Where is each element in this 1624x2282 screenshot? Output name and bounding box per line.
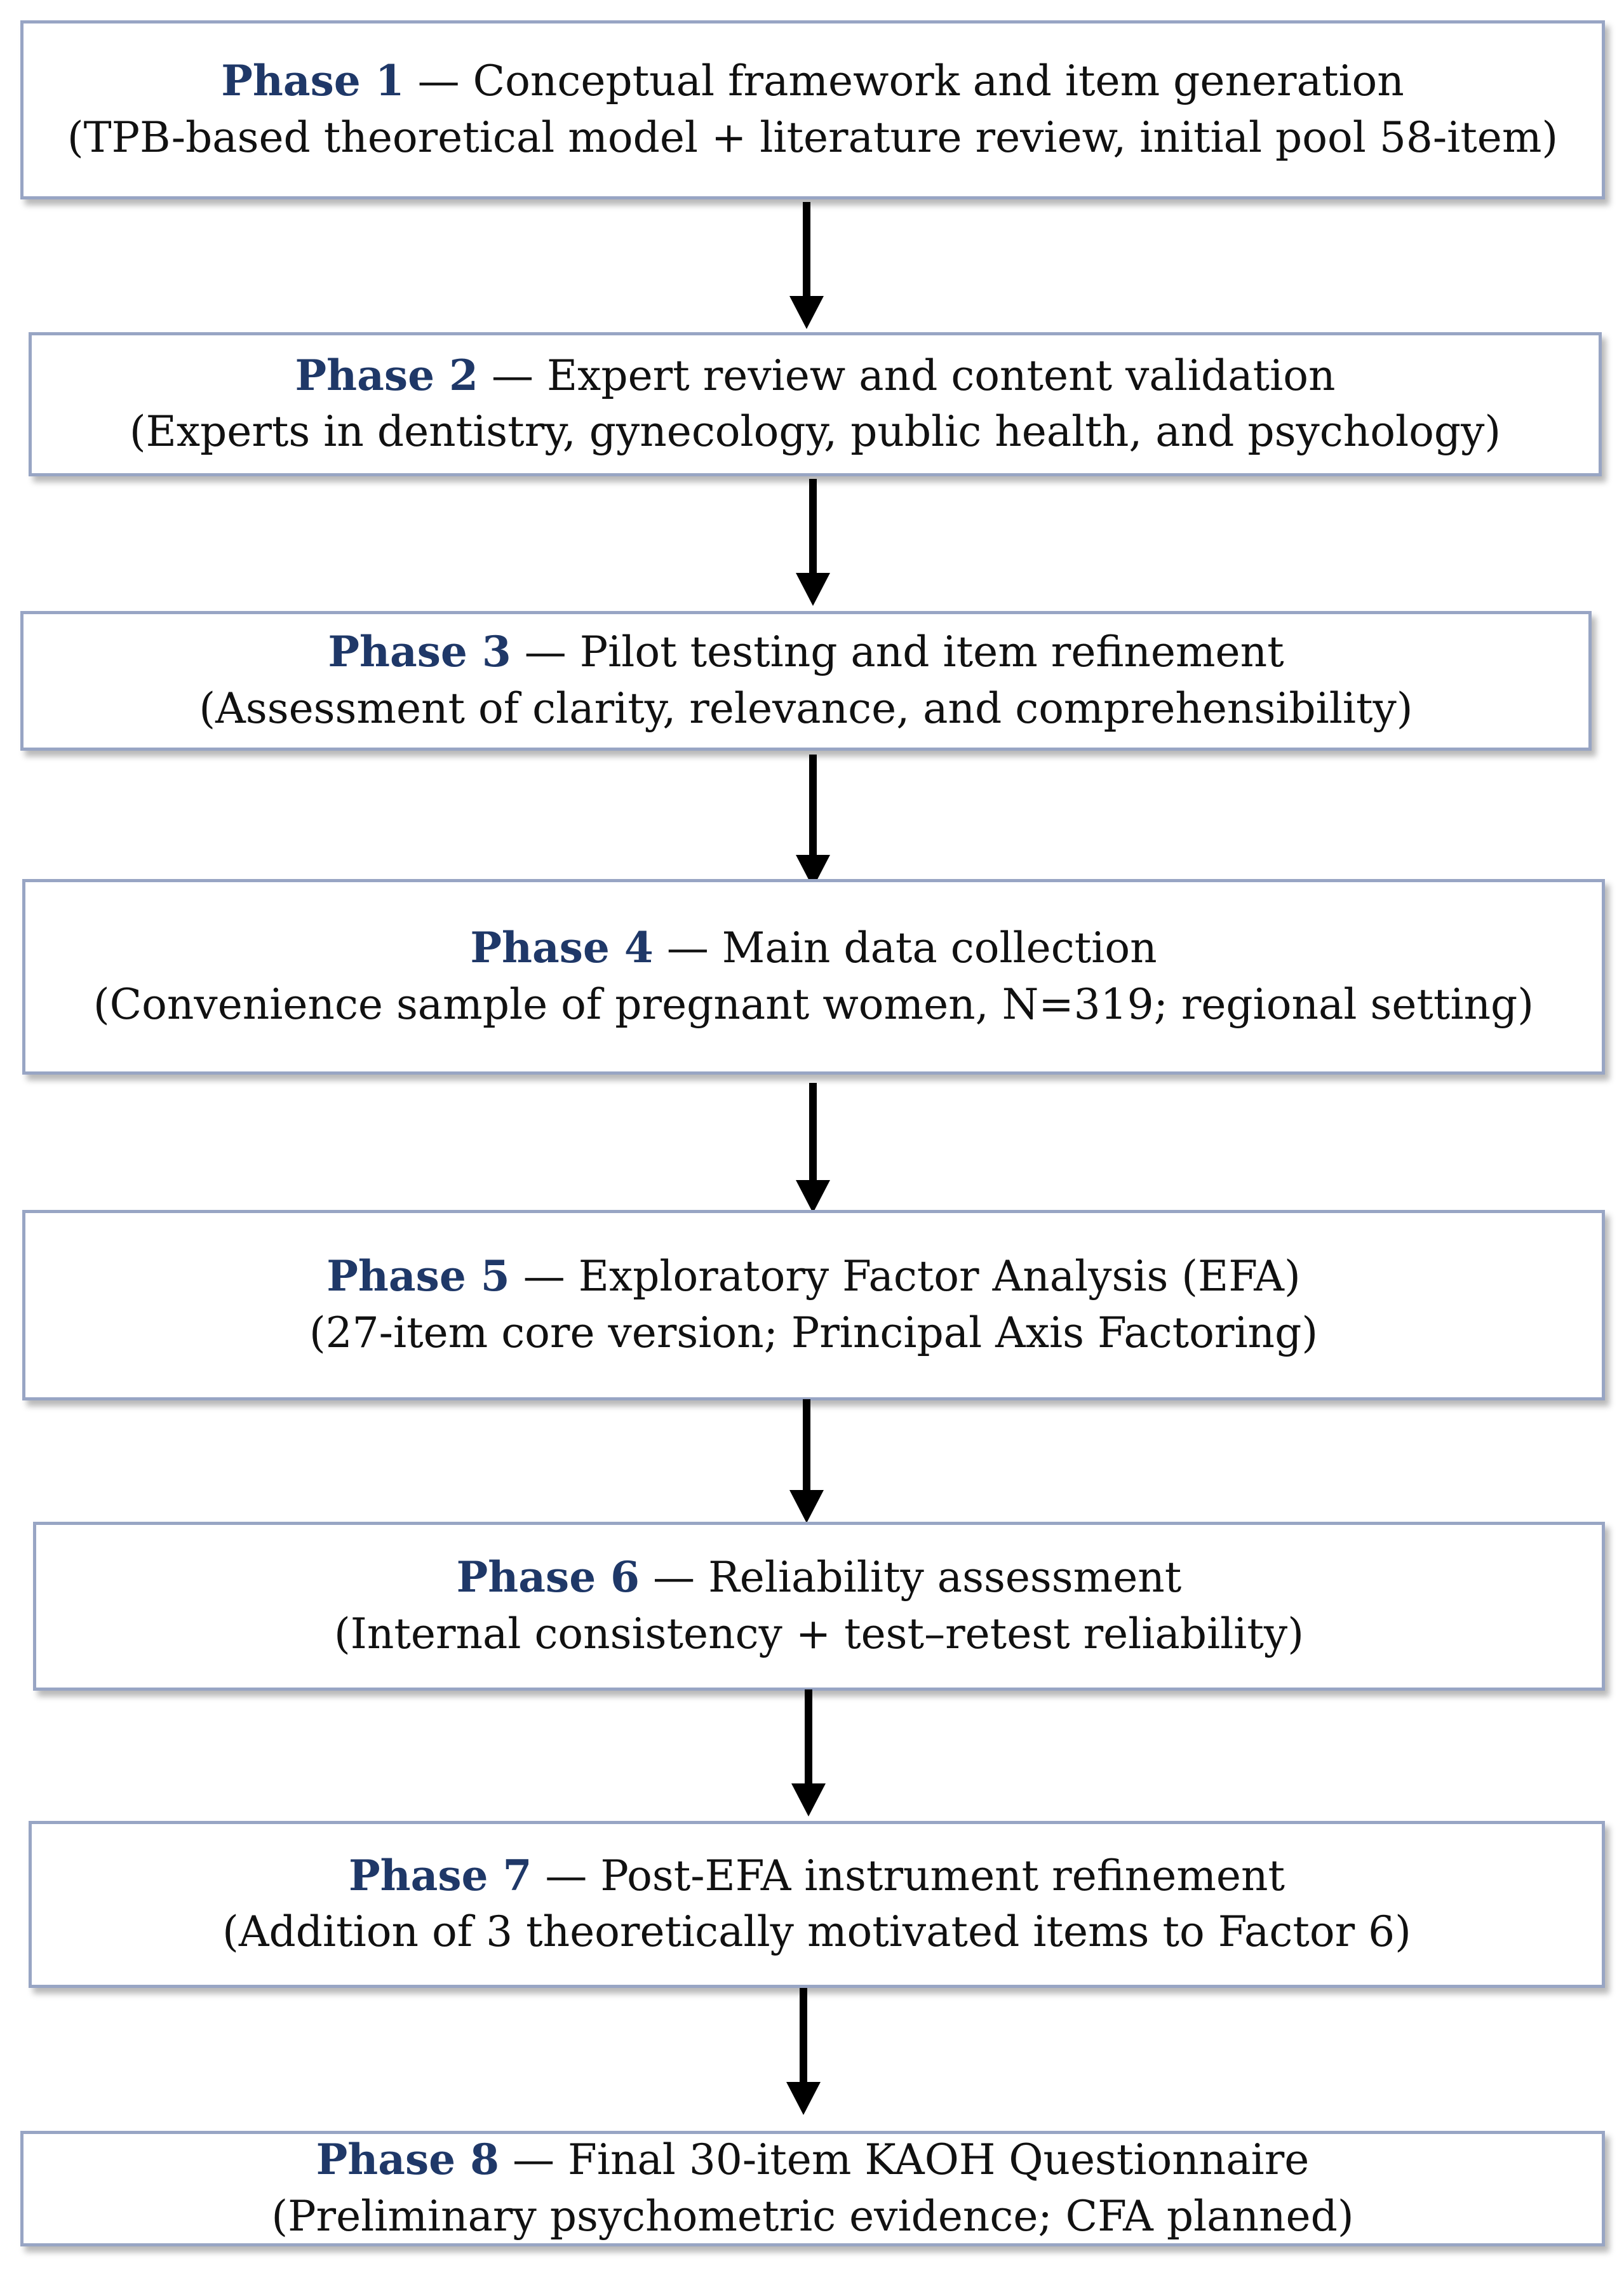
phase-8-separator: — bbox=[513, 2135, 555, 2185]
phase-4-separator: — bbox=[666, 923, 709, 973]
phase-2-title: Expert review and content validation bbox=[546, 351, 1336, 400]
phase-4-title: Main data collection bbox=[721, 923, 1157, 973]
phase-4-label: Phase 4 bbox=[470, 923, 654, 973]
phase-8-label: Phase 8 bbox=[316, 2135, 500, 2185]
phase-1-title: Conceptual framework and item generation bbox=[473, 57, 1404, 106]
phase-5-box: Phase 5 — Exploratory Factor Analysis (E… bbox=[22, 1210, 1605, 1400]
phase-7-title-line: Phase 7 — Post-EFA instrument refinement bbox=[349, 1849, 1285, 1903]
phase-4-title-line: Phase 4 — Main data collection bbox=[470, 922, 1157, 975]
phase-7-box: Phase 7 — Post-EFA instrument refinement… bbox=[29, 1821, 1605, 1988]
phase-6-box: Phase 6 — Reliability assessment (Intern… bbox=[33, 1522, 1605, 1691]
phase-6-detail: (Internal consistency + test–retest reli… bbox=[334, 1609, 1304, 1658]
phase-6-label: Phase 6 bbox=[456, 1552, 640, 1602]
phase-3-title-line: Phase 3 — Pilot testing and item refinem… bbox=[328, 626, 1284, 679]
phase-3-separator: — bbox=[524, 628, 567, 677]
phase-2-detail: (Experts in dentistry, gynecology, publi… bbox=[129, 407, 1501, 457]
phase-8-detail: (Preliminary psychometric evidence; CFA … bbox=[271, 2191, 1354, 2241]
phase-1-separator: — bbox=[417, 57, 460, 106]
phase-7-separator: — bbox=[545, 1851, 587, 1900]
phase-1-detail: (TPB-based theoretical model + literatur… bbox=[67, 112, 1559, 162]
phase-6-title: Reliability assessment bbox=[708, 1553, 1182, 1602]
phase-7-detail: (Addition of 3 theoretically motivated i… bbox=[222, 1907, 1411, 1957]
phase-4-box: Phase 4 — Main data collection (Convenie… bbox=[22, 879, 1605, 1075]
phase-2-title-line: Phase 2 — Expert review and content vali… bbox=[295, 349, 1336, 403]
phase-5-title: Exploratory Factor Analysis (EFA) bbox=[578, 1252, 1301, 1301]
phase-3-label: Phase 3 bbox=[328, 627, 511, 677]
phase-8-title: Final 30-item KAOH Questionnaire bbox=[568, 2135, 1310, 2185]
phase-4-detail: (Convenience sample of pregnant women, N… bbox=[93, 979, 1534, 1029]
phase-3-detail: (Assessment of clarity, relevance, and c… bbox=[199, 683, 1413, 733]
phase-6-separator: — bbox=[653, 1553, 695, 1602]
phase-8-box: Phase 8 — Final 30-item KAOH Questionnai… bbox=[20, 2131, 1605, 2246]
phase-2-label: Phase 2 bbox=[295, 350, 478, 400]
phase-2-separator: — bbox=[491, 351, 534, 400]
phase-2-box: Phase 2 — Expert review and content vali… bbox=[29, 332, 1602, 476]
phase-5-separator: — bbox=[523, 1252, 565, 1301]
phase-7-label: Phase 7 bbox=[348, 1850, 532, 1900]
phase-6-title-line: Phase 6 — Reliability assessment bbox=[457, 1551, 1182, 1604]
phase-1-label: Phase 1 bbox=[221, 56, 405, 106]
phase-8-title-line: Phase 8 — Final 30-item KAOH Questionnai… bbox=[316, 2133, 1310, 2187]
phase-5-title-line: Phase 5 — Exploratory Factor Analysis (E… bbox=[326, 1250, 1300, 1303]
phase-1-box: Phase 1 — Conceptual framework and item … bbox=[20, 20, 1605, 199]
phase-3-title: Pilot testing and item refinement bbox=[579, 628, 1284, 677]
phase-5-detail: (27-item core version; Principal Axis Fa… bbox=[309, 1308, 1319, 1357]
phase-5-label: Phase 5 bbox=[326, 1251, 510, 1301]
phase-1-title-line: Phase 1 — Conceptual framework and item … bbox=[221, 55, 1404, 108]
phase-3-box: Phase 3 — Pilot testing and item refinem… bbox=[20, 611, 1592, 751]
phase-7-title: Post-EFA instrument refinement bbox=[600, 1851, 1285, 1900]
